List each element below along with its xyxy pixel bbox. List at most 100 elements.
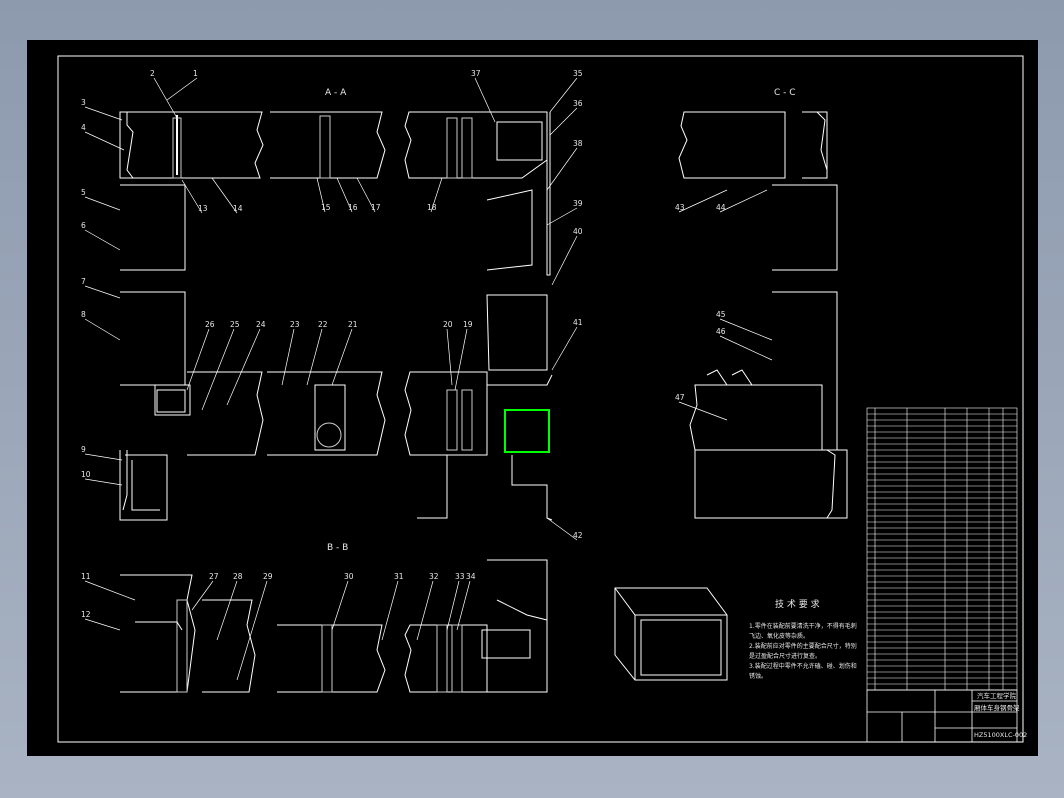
callout-label: 4 [81, 123, 86, 132]
callout-leader [226, 328, 261, 406]
callout-label: 14 [233, 204, 243, 213]
section-title-c: C - C [774, 88, 796, 98]
callout-label: 25 [230, 320, 240, 329]
callout-label: 9 [81, 445, 86, 454]
callout-leader [84, 478, 123, 486]
callout-leader [546, 207, 578, 226]
callout-leader [84, 106, 123, 121]
callout-label: 28 [233, 572, 243, 581]
callout-leader [211, 177, 238, 214]
callout-leader [551, 235, 578, 286]
callout-label: 21 [348, 320, 358, 329]
callout-label: 33 [455, 572, 465, 581]
callout-leader [191, 580, 214, 611]
callout-label: 6 [81, 221, 86, 230]
callout-leader [356, 177, 376, 213]
callout-leader [331, 580, 349, 631]
callout-label: 19 [463, 320, 473, 329]
callout-leader [446, 580, 460, 631]
callout-leader [430, 177, 443, 213]
callout-label: 34 [466, 572, 476, 581]
callout-label: 38 [573, 139, 583, 148]
isometric-box-sketch [614, 587, 728, 681]
callout-label: 8 [81, 310, 86, 319]
callout-label: 43 [675, 203, 685, 212]
callout-label: 23 [290, 320, 300, 329]
callout-label: 13 [198, 204, 208, 213]
callout-leader [84, 285, 121, 299]
callout-label: 36 [573, 99, 583, 108]
tech-req-line-1: 1.零件在装配前要清洗干净，不得有毛刺 [749, 622, 857, 630]
callout-label: 5 [81, 188, 86, 197]
callout-label: 46 [716, 327, 726, 336]
callout-label: 1 [193, 69, 198, 78]
title-block [866, 689, 1018, 743]
section-title-b: B - B [327, 543, 348, 553]
callout-leader [719, 335, 773, 361]
callout-label: 17 [371, 203, 381, 212]
callout-leader [216, 580, 238, 641]
callout-label: 18 [427, 203, 437, 212]
callout-label: 20 [443, 320, 453, 329]
section-a-left-column [119, 184, 191, 521]
callout-label: 40 [573, 227, 583, 236]
section-a-step-profile [120, 454, 553, 521]
callout-leader [84, 453, 123, 461]
parts-list-table [866, 407, 1018, 691]
callout-leader [236, 580, 268, 681]
callout-leader [549, 77, 578, 113]
callout-leader [186, 328, 210, 391]
section-title-a: A - A [325, 88, 347, 98]
callout-label: 30 [344, 572, 354, 581]
callout-label: 15 [321, 203, 331, 212]
callout-leader [678, 189, 728, 213]
section-b-panels [120, 559, 548, 693]
tech-req-line-5: 3.装配过程中零件不允许磕、碰、划伤和 [749, 662, 857, 670]
callout-leader [181, 179, 203, 214]
callout-label: 35 [573, 69, 583, 78]
callout-leader [446, 328, 453, 386]
callout-leader [474, 77, 496, 123]
callout-leader [316, 177, 326, 213]
callout-leader [201, 328, 235, 411]
tech-req-line-4: 是过盈配合尺寸进行复查。 [749, 652, 821, 660]
callout-leader [546, 147, 578, 191]
title-block-drawing-name: 厢体车身钢骨架 [974, 703, 1020, 712]
callout-leader [454, 328, 468, 391]
callout-leader [166, 77, 198, 101]
callout-leader [719, 189, 768, 213]
callout-label: 7 [81, 277, 86, 286]
callout-leader [153, 77, 178, 119]
callout-label: 24 [256, 320, 266, 329]
callout-label: 26 [205, 320, 215, 329]
tech-req-line-3: 2.装配前应对零件的主要配合尺寸，特别 [749, 642, 857, 650]
callout-leader [549, 107, 578, 136]
callout-leader [678, 401, 728, 421]
callout-leader [719, 318, 773, 341]
cad-drawing: A - A B - B C - C [57, 55, 1027, 743]
callout-leader [336, 177, 353, 213]
callout-label: 11 [81, 572, 91, 581]
callout-label: 2 [150, 69, 155, 78]
callout-leader [456, 580, 471, 631]
callout-label: 42 [573, 531, 583, 540]
callout-label: 12 [81, 610, 91, 619]
callout-leader [84, 580, 136, 601]
callout-label: 29 [263, 572, 273, 581]
callout-label: 44 [716, 203, 726, 212]
callout-label: 31 [394, 572, 404, 581]
callout-label: 47 [675, 393, 685, 402]
callout-leader [306, 328, 323, 386]
callout-label: 10 [81, 470, 91, 479]
callout-leader [84, 618, 121, 631]
tech-req-line-6: 锈蚀。 [749, 672, 767, 680]
callout-leader [84, 318, 121, 341]
callout-leader [381, 580, 399, 641]
drawing-border [57, 55, 1024, 743]
callout-leader [281, 328, 295, 386]
callout-leader [84, 229, 121, 251]
drawing-frame: A - A B - B C - C [27, 40, 1038, 756]
callout-label: 27 [209, 572, 219, 581]
callout-leader [416, 580, 434, 641]
